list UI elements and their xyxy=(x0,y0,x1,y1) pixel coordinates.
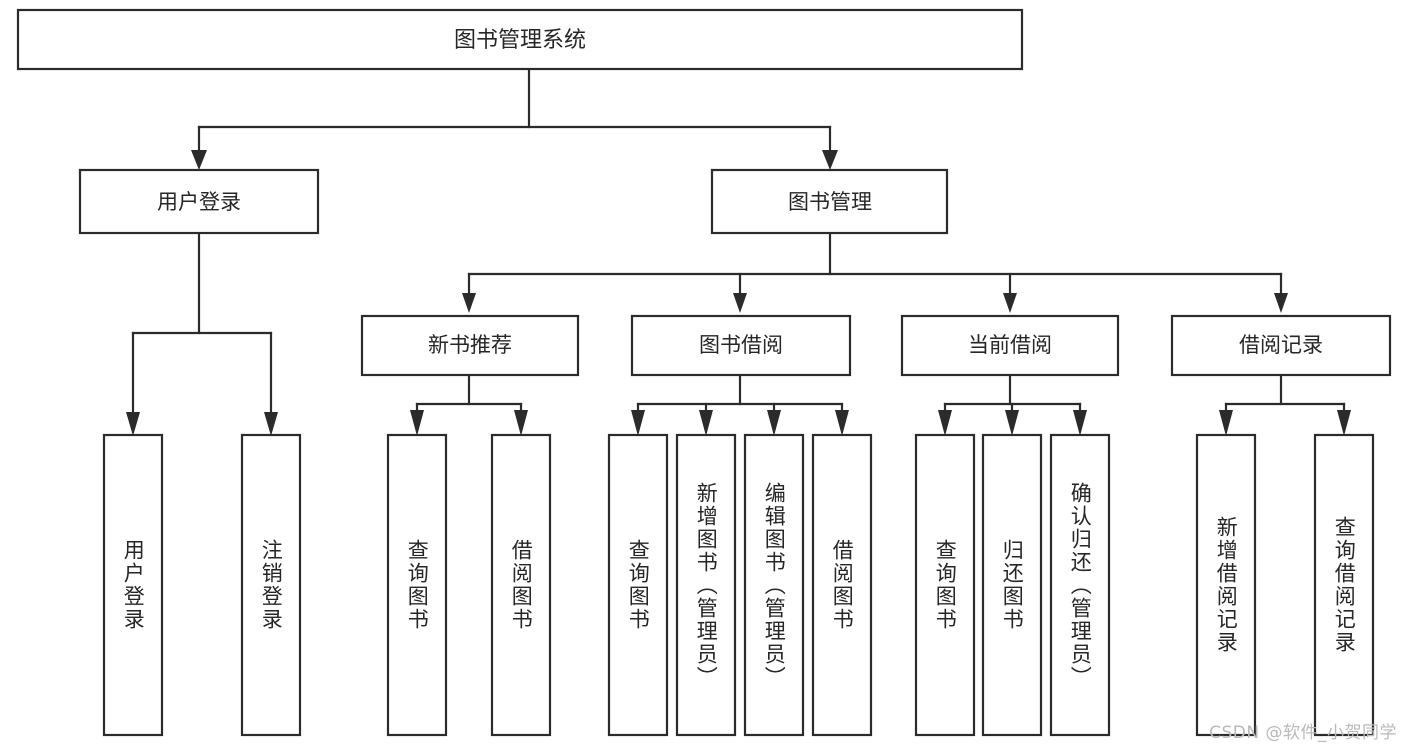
leaf-borrow-book-box[interactable] xyxy=(811,433,873,737)
leaf-user-login-box[interactable] xyxy=(102,433,164,737)
leaf-add-book-admin-box[interactable] xyxy=(675,433,737,737)
node-book-management[interactable]: 图书管理 xyxy=(710,168,949,235)
arrow-head-leaf-user-logout xyxy=(264,412,278,436)
arrow-head-bb-leaf-3 xyxy=(767,410,781,436)
leaf-query-book-borrow-box[interactable] xyxy=(607,433,669,737)
arrow-head-bb-leaf-4 xyxy=(835,410,849,436)
node-book-borrow-label: 图书借阅 xyxy=(699,333,783,357)
leaf-add-borrow-record-box[interactable] xyxy=(1195,433,1257,737)
node-book-borrow[interactable]: 图书借阅 xyxy=(630,314,852,377)
node-borrow-record-label: 借阅记录 xyxy=(1239,333,1323,357)
node-user-login-box[interactable] xyxy=(78,168,320,235)
node-borrow-record-box[interactable] xyxy=(1170,314,1392,377)
arrow-head-nbr-leaf-2 xyxy=(514,410,528,436)
leaf-boxes-borrow-record xyxy=(1195,433,1375,737)
arrow-head-cb-leaf-2 xyxy=(1005,410,1019,436)
leaf-boxes-book-borrow xyxy=(607,433,873,737)
arrow-head-book-borrow xyxy=(733,293,747,313)
arrow-head-current-borrow xyxy=(1003,293,1017,313)
leaf-boxes-new-book-recommend xyxy=(386,433,552,737)
leaf-query-book-current-box[interactable] xyxy=(914,433,976,737)
node-user-login-label: 用户登录 xyxy=(157,190,241,214)
leaf-query-book-recommend-box[interactable] xyxy=(386,433,448,737)
watermark-text: CSDN @软件_小贺同学 xyxy=(1209,723,1397,743)
arrow-head-br-leaf-2 xyxy=(1337,410,1351,436)
connector-group-new-book-recommend xyxy=(410,373,528,436)
node-new-book-recommend[interactable]: 新书推荐 xyxy=(360,314,580,377)
leaf-borrow-book-recommend-box[interactable] xyxy=(490,433,552,737)
arrow-head-borrow-record xyxy=(1274,293,1288,313)
connector-group-book-management xyxy=(462,231,1288,313)
node-current-borrow-box[interactable] xyxy=(900,314,1120,377)
leaf-return-book-box[interactable] xyxy=(981,433,1043,737)
arrow-head-bb-leaf-1 xyxy=(631,410,645,436)
leaf-user-logout-box[interactable] xyxy=(240,433,302,737)
arrow-head-book-management xyxy=(822,150,838,170)
node-borrow-record[interactable]: 借阅记录 xyxy=(1170,314,1392,377)
arrow-head-br-leaf-1 xyxy=(1219,410,1233,436)
node-current-borrow-label: 当前借阅 xyxy=(968,333,1052,357)
arrow-head-user-login xyxy=(191,150,207,170)
leaf-confirm-return-admin-box[interactable] xyxy=(1049,433,1111,737)
connector-group-book-borrow xyxy=(631,373,849,436)
leaf-edit-book-admin-box[interactable] xyxy=(743,433,805,737)
node-current-borrow[interactable]: 当前借阅 xyxy=(900,314,1120,377)
node-book-borrow-box[interactable] xyxy=(630,314,852,377)
root-node-box[interactable] xyxy=(16,8,1024,71)
connector-group-root xyxy=(191,67,838,170)
connector-group-current-borrow xyxy=(938,373,1087,436)
arrow-head-bb-leaf-2 xyxy=(699,410,713,436)
connector-group-user-login xyxy=(126,231,278,436)
connector-group-borrow-record xyxy=(1219,373,1351,436)
root-node-label: 图书管理系统 xyxy=(454,28,586,53)
arrow-head-leaf-user-login xyxy=(126,412,140,436)
arrow-head-cb-leaf-3 xyxy=(1073,410,1087,436)
arrow-head-cb-leaf-1 xyxy=(938,410,952,436)
node-new-book-recommend-label: 新书推荐 xyxy=(428,333,512,357)
node-book-management-box[interactable] xyxy=(710,168,949,235)
arrow-head-new-book-recommend xyxy=(462,293,476,313)
node-book-management-label: 图书管理 xyxy=(788,190,872,214)
leaf-boxes-current-borrow xyxy=(914,433,1111,737)
root-node[interactable]: 图书管理系统 xyxy=(16,8,1024,71)
leaf-boxes-user-login xyxy=(102,433,302,737)
arrow-head-nbr-leaf-1 xyxy=(410,410,424,436)
leaf-query-borrow-record-box[interactable] xyxy=(1313,433,1375,737)
node-user-login[interactable]: 用户登录 xyxy=(78,168,320,235)
node-new-book-recommend-box[interactable] xyxy=(360,314,580,377)
